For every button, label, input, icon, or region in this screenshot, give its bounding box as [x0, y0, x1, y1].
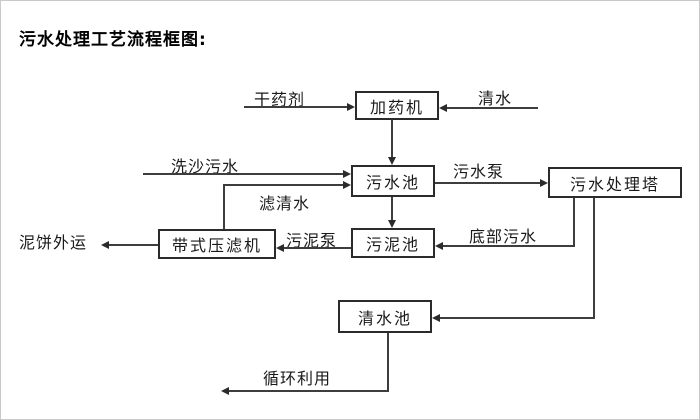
label-clean-water: 清水: [478, 89, 513, 108]
line-sewage-pump: [435, 182, 541, 184]
line-tower-to-clean: [439, 317, 595, 319]
line-sewage-to-sludge: [391, 197, 393, 221]
node-sewage-pool: 污水池: [351, 165, 435, 197]
line-bottom-sewage-drop: [573, 198, 575, 247]
node-belt-filter-press: 带式压滤机: [158, 229, 276, 259]
arrowhead-into-clean-right: [432, 314, 440, 322]
arrowhead-into-sludge-right: [435, 242, 443, 250]
arrowhead-into-tower: [540, 179, 548, 187]
line-bottom-sewage: [442, 245, 575, 247]
arrowhead-into-dosing-left: [347, 103, 355, 111]
arrowhead-into-sludge-top: [388, 220, 396, 228]
node-clean-water-pool: 清水池: [338, 300, 432, 333]
label-sludge-pump: 污泥泵: [286, 231, 338, 250]
line-tower-to-clean-drop: [593, 198, 595, 319]
diagram-title: 污水处理工艺流程框图:: [19, 30, 207, 50]
arrowhead-into-press: [276, 244, 284, 252]
arrowhead-into-dosing-right: [439, 104, 447, 112]
line-filtered-water: [223, 184, 344, 186]
arrowhead-mud-cake: [101, 241, 109, 249]
line-recycle-use: [228, 390, 389, 392]
line-dosing-to-sewage: [391, 120, 393, 158]
arrowhead-sand-wash: [343, 170, 351, 178]
label-recycle-use: 循环利用: [263, 369, 332, 388]
node-sludge-pool: 污泥池: [351, 228, 435, 258]
line-mud-cake: [108, 244, 158, 246]
line-filtered-water-riser: [223, 184, 225, 229]
node-treatment-tower: 污水处理塔: [548, 167, 682, 198]
line-clean-to-recycle-drop: [387, 333, 389, 392]
arrowhead-into-sewage-top: [388, 157, 396, 165]
label-sewage-pump: 污水泵: [453, 162, 505, 181]
arrowhead-recycle-use: [221, 387, 229, 395]
label-sand-wash-sewage: 洗沙污水: [171, 157, 240, 176]
label-dry-chemical: 干药剂: [254, 90, 306, 109]
line-dry-chemical: [244, 106, 348, 108]
node-dosing-machine: 加药机: [355, 91, 439, 120]
arrowhead-filtered-water: [343, 181, 351, 189]
label-filtered-water: 滤清水: [259, 194, 311, 213]
line-sand-wash: [143, 173, 344, 175]
label-bottom-sewage: 底部污水: [469, 227, 538, 246]
line-clean-water: [446, 107, 538, 109]
label-mud-cake-out: 泥饼外运: [19, 233, 88, 252]
line-sludge-pump: [283, 247, 351, 249]
